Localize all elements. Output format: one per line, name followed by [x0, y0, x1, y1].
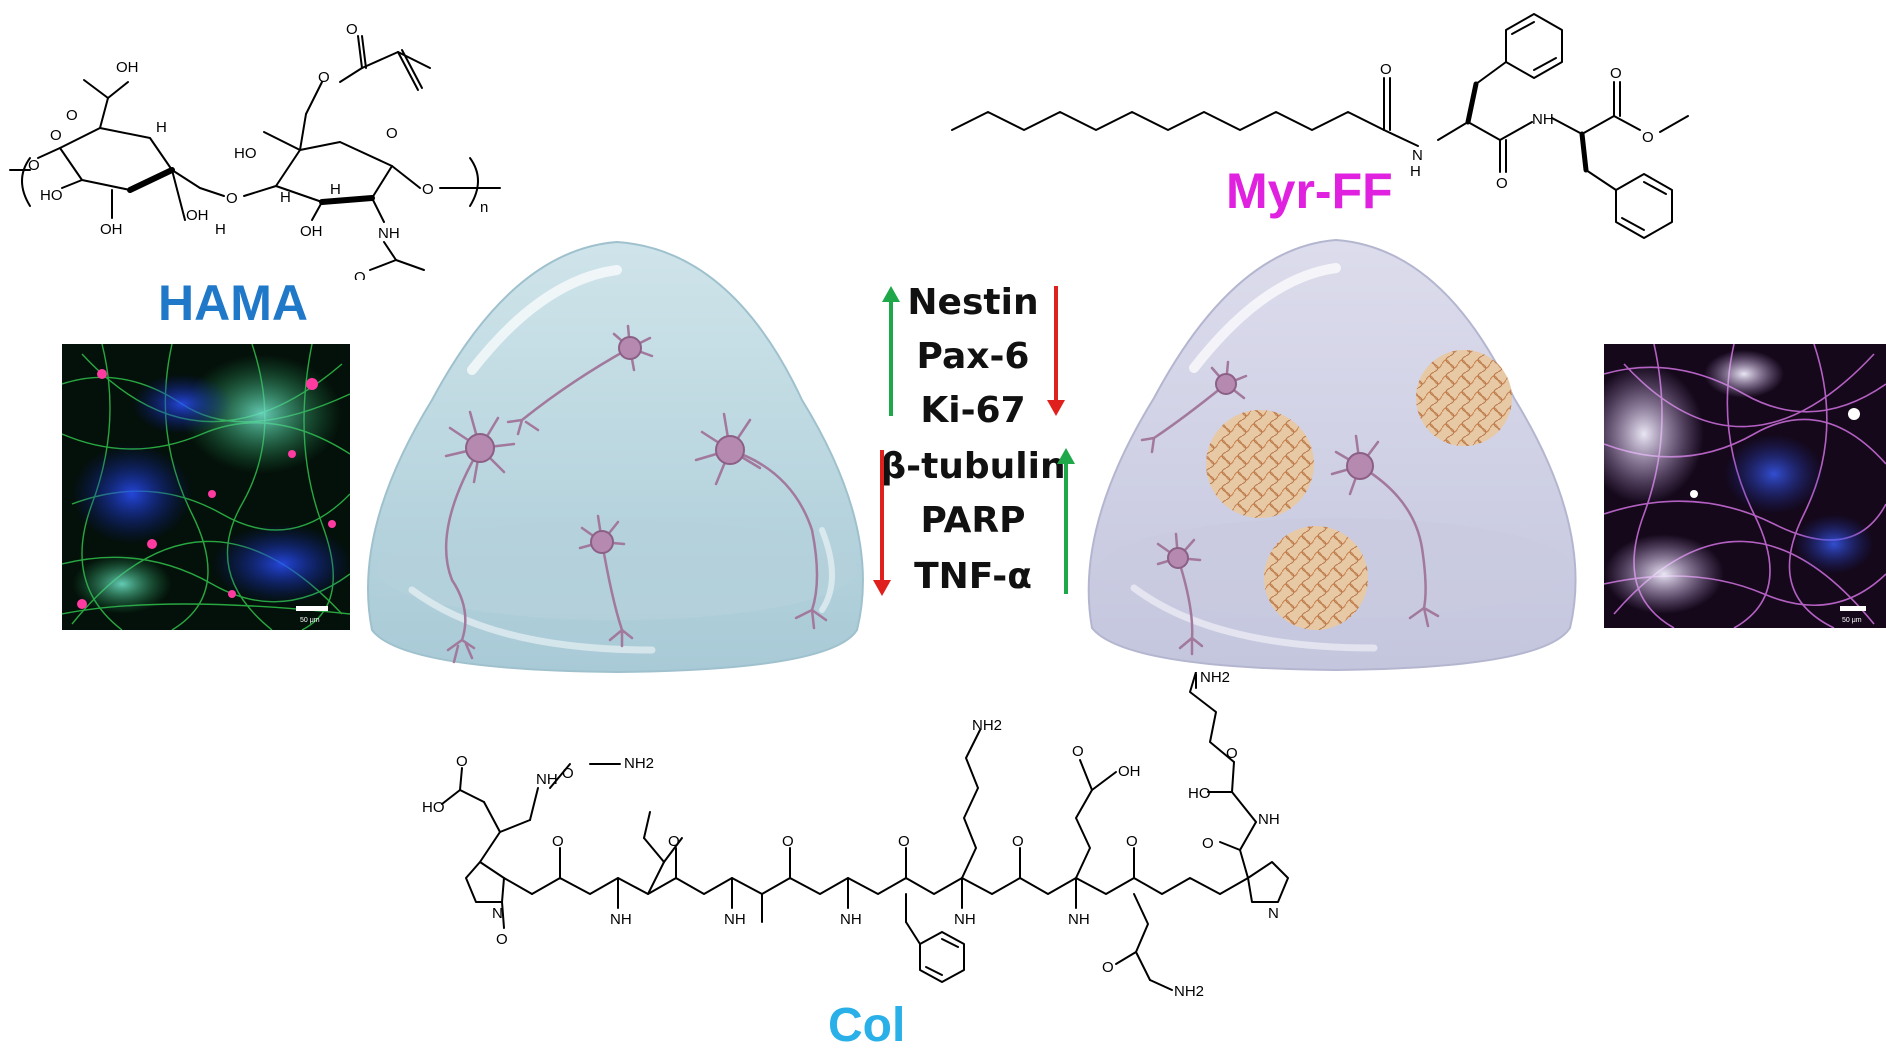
- atom-o: O: [1102, 959, 1114, 976]
- myr-ff-structure: O N H O NH O O: [951, 13, 1689, 239]
- up-arrow-icon: [882, 286, 900, 416]
- atom-nh: NH: [536, 771, 558, 788]
- atom-oh: OH: [300, 223, 323, 240]
- atom-oh: OH: [1118, 763, 1141, 780]
- atom-o: O: [1202, 835, 1214, 852]
- atom-o: O: [346, 21, 358, 38]
- peptide-fiber-cluster: [1416, 350, 1512, 446]
- atom-nh2: NH2: [1174, 983, 1204, 1000]
- atom-o: O: [1072, 743, 1084, 760]
- marker-pax6: Pax-6: [916, 336, 1030, 377]
- atom-oh: OH: [186, 207, 209, 224]
- atom-ho: HO: [40, 187, 63, 204]
- atom-nh: NH: [1258, 811, 1280, 828]
- atom-h: H: [156, 119, 167, 136]
- atom-o: O: [318, 69, 330, 86]
- atom-nh: NH: [1532, 111, 1554, 128]
- atom-o: O: [422, 181, 434, 198]
- atom-n-subscript: n: [480, 199, 488, 216]
- atom-o: O: [1380, 61, 1392, 78]
- atom-o: O: [1496, 175, 1508, 192]
- peptide-fiber-cluster: [1206, 410, 1314, 518]
- scale-bar-label: 50 μm: [300, 617, 320, 624]
- atom-o: O: [668, 833, 680, 850]
- atom-nh: NH: [1068, 911, 1090, 928]
- atom-o: O: [552, 833, 564, 850]
- atom-oh: OH: [116, 59, 139, 76]
- atom-o: O: [354, 269, 366, 280]
- atom-n: N: [1268, 905, 1279, 922]
- marker-beta-tubulin: β-tubulin: [880, 446, 1066, 487]
- scale-bar-label: 50 μm: [1842, 617, 1862, 624]
- myr-ff-gel-dome: [1087, 238, 1577, 672]
- marker-tnf-alpha: TNF-α: [914, 556, 1032, 597]
- myr-ff-micrograph: 50 μm: [1604, 344, 1886, 628]
- atom-o: O: [66, 107, 78, 124]
- atom-o: O: [562, 765, 574, 782]
- atom-h: H: [280, 189, 291, 206]
- atom-n: N: [492, 905, 503, 922]
- atom-ho: HO: [1188, 785, 1211, 802]
- atom-o: O: [1012, 833, 1024, 850]
- atom-o: O: [1126, 833, 1138, 850]
- myr-ff-label: Myr-FF: [1226, 163, 1393, 219]
- atom-h: H: [1410, 163, 1421, 180]
- atom-ho: HO: [422, 799, 445, 816]
- down-arrow-icon: [1047, 286, 1065, 416]
- marker-parp: PARP: [920, 500, 1026, 541]
- atom-nh2: NH2: [972, 717, 1002, 734]
- atom-o: O: [28, 157, 40, 174]
- atom-nh2: NH2: [1200, 669, 1230, 686]
- atom-o: O: [496, 931, 508, 948]
- atom-h: H: [330, 181, 341, 198]
- regulation-arrows: [873, 286, 1075, 596]
- atom-oh: OH: [100, 221, 123, 238]
- atom-o: O: [386, 125, 398, 142]
- atom-o: O: [898, 833, 910, 850]
- hama-label: HAMA: [158, 275, 308, 331]
- col-label: Col: [828, 999, 906, 1052]
- atom-o: O: [1226, 745, 1238, 762]
- peptide-fiber-cluster: [1264, 526, 1368, 630]
- marker-nestin: Nestin: [907, 282, 1039, 323]
- col-lysine-terminal: NH2: [1195, 669, 1230, 689]
- atom-o: O: [1610, 65, 1622, 82]
- down-arrow-icon: [873, 450, 891, 596]
- atom-h: H: [215, 221, 226, 238]
- atom-n: N: [1412, 147, 1423, 164]
- atom-o: O: [226, 190, 238, 207]
- atom-ho: HO: [234, 145, 257, 162]
- atom-nh: NH: [610, 911, 632, 928]
- hama-structure: O OH O O H HO OH OH H O HO O O O H H OH …: [9, 21, 501, 280]
- atom-nh: NH: [724, 911, 746, 928]
- atom-nh: NH: [378, 225, 400, 242]
- up-arrow-icon: [1057, 448, 1075, 594]
- hama-micrograph: 50 μm: [62, 344, 350, 630]
- marker-ki67: Ki-67: [920, 390, 1026, 431]
- atom-o: O: [782, 833, 794, 850]
- hama-gel-dome: [367, 240, 864, 674]
- atom-nh: NH: [840, 911, 862, 928]
- atom-o: O: [1642, 129, 1654, 146]
- atom-o: O: [50, 127, 62, 144]
- col-structure: HO O N O NH O NH2 O O O O O O NH NH NH N…: [422, 672, 1289, 1000]
- atom-o: O: [456, 753, 468, 770]
- atom-nh2: NH2: [624, 755, 654, 772]
- atom-nh: NH: [954, 911, 976, 928]
